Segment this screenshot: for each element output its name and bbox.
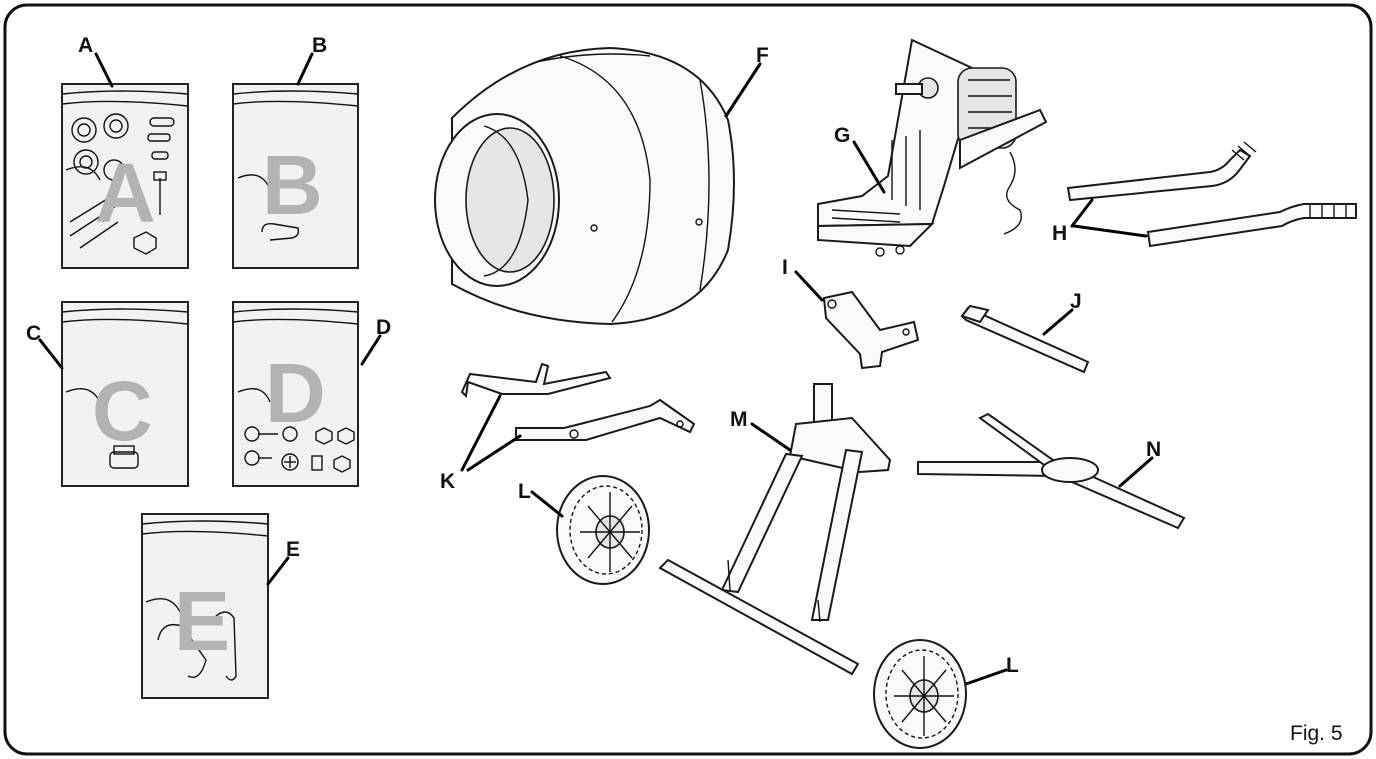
bag-letter-a: A (95, 146, 156, 240)
label-d: D (376, 316, 391, 339)
label-m: M (730, 408, 748, 431)
bag-letter-b: B (262, 138, 323, 232)
lock-rod (960, 304, 1090, 374)
bag-letter-e: E (174, 574, 230, 668)
hardware-bag-c: C (61, 301, 189, 487)
label-j: J (1070, 290, 1082, 313)
label-k: K (440, 470, 455, 493)
label-h: H (1052, 222, 1067, 245)
motor-gearbox (817, 38, 1048, 257)
leader-lines (38, 52, 1154, 686)
label-g: G (834, 124, 850, 147)
wheel-left (556, 475, 650, 585)
bag-letter-c: C (92, 364, 153, 458)
label-f: F (756, 44, 769, 67)
mixer-stand (658, 383, 892, 676)
hardware-bag-e: E (141, 513, 269, 699)
leg-frame (917, 412, 1186, 530)
hardware-bag-d: D (232, 301, 359, 487)
label-l-bottom: L (1006, 654, 1019, 677)
label-e: E (286, 538, 300, 561)
mixing-drum (434, 46, 735, 326)
bag-letter-d: D (265, 346, 326, 440)
hardware-bag-b: B (232, 83, 359, 269)
label-b: B (312, 34, 327, 57)
label-i: I (782, 256, 788, 279)
label-a: A (78, 34, 93, 57)
drum-bracket (822, 290, 920, 370)
label-n: N (1146, 438, 1161, 461)
wheel-right (873, 639, 967, 749)
figure-label: Fig. 5 (1290, 722, 1343, 745)
hardware-bag-a: A (61, 83, 189, 269)
label-c: C (26, 322, 41, 345)
support-brackets (460, 362, 696, 441)
handle-bars (1066, 141, 1357, 248)
label-l-top: L (518, 480, 531, 503)
